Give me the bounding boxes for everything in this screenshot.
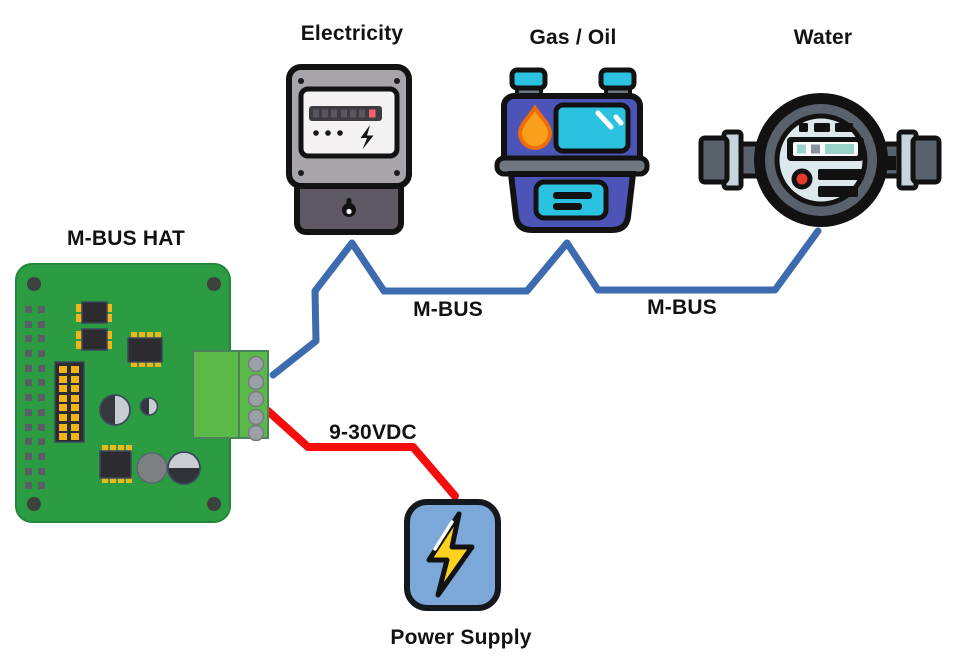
mbus-link-1-label: M-BUS xyxy=(413,298,483,321)
electricity-meter-icon xyxy=(286,64,412,235)
inductor-round xyxy=(136,452,168,484)
mbus-hat-label: M-BUS HAT xyxy=(66,227,186,250)
mbus-hat-board xyxy=(15,263,269,523)
indicator-dots xyxy=(313,130,343,136)
gas-lower-screen xyxy=(533,179,609,221)
gas-screen xyxy=(553,102,631,154)
red-digit xyxy=(369,109,376,118)
water-label: Water xyxy=(793,26,853,49)
capacitor-large xyxy=(99,394,131,426)
capacitor-bottom xyxy=(167,451,201,485)
water-face-marks xyxy=(799,123,853,132)
capacitor-small xyxy=(139,397,159,416)
soic-chip-b xyxy=(76,328,112,351)
water-red-dial xyxy=(791,168,813,190)
bolt-glyph-icon xyxy=(360,125,374,150)
power-supply-icon xyxy=(404,499,501,611)
water-face-bars xyxy=(818,169,864,197)
water-cap-right xyxy=(910,135,942,185)
power-wire xyxy=(264,407,459,500)
mbus-link-2-label: M-BUS xyxy=(647,296,717,319)
gas-cap-right xyxy=(598,67,637,91)
display-digits xyxy=(313,109,376,118)
electricity-label: Electricity xyxy=(300,22,404,45)
terminal-block-body xyxy=(192,350,240,439)
screen-glare xyxy=(595,110,624,130)
pin-connector xyxy=(54,361,85,443)
soic-chip-c xyxy=(127,332,163,367)
flame-icon xyxy=(517,104,553,150)
gas-meter-icon xyxy=(494,67,650,233)
mbus-wire xyxy=(269,227,822,379)
bolt-highlight xyxy=(433,520,454,551)
terminal-screws xyxy=(247,355,265,442)
gas-oil-label: Gas / Oil xyxy=(529,26,617,49)
screw-holes xyxy=(27,277,221,511)
power-link-label: 9-30VDC xyxy=(329,421,417,444)
soic-chip-a xyxy=(76,301,112,324)
water-cap-left xyxy=(698,135,730,185)
terminal-block xyxy=(192,350,269,442)
gas-screen-bars xyxy=(553,192,592,210)
soic-chip-d xyxy=(99,445,132,483)
gpio-header-pads xyxy=(25,306,45,489)
gas-cap-left xyxy=(509,67,548,91)
keyhole-icon xyxy=(342,198,356,217)
water-register-display xyxy=(787,137,864,161)
body-screws xyxy=(298,78,400,176)
wires xyxy=(264,227,822,500)
power-supply-label: Power Supply xyxy=(390,626,532,649)
water-meter-icon xyxy=(698,93,942,227)
lightning-bolt-icon xyxy=(426,511,475,598)
meter-face-panel xyxy=(298,86,400,159)
